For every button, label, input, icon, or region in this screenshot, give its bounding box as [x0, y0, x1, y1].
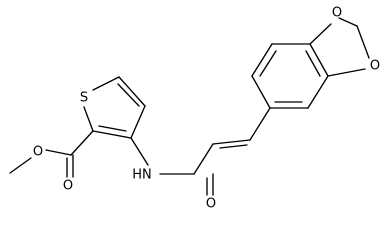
atom-o-amide: O	[206, 197, 216, 212]
bond-c3-c4	[130, 105, 146, 139]
bond-alkene-inner	[219, 144, 248, 149]
atom-nh: HN	[132, 168, 152, 183]
bond-o-methyl	[9, 157, 32, 174]
bond-c2-c3	[92, 130, 132, 139]
bond-ar-5-6	[307, 75, 329, 109]
bond-ar-1-2	[251, 75, 271, 109]
bond-c4-c5-inner	[117, 83, 140, 107]
bond-ar-2-3-inner	[259, 50, 277, 77]
bond-o-ar-lower	[327, 68, 366, 77]
atom-o-ester-carbonyl: O	[63, 179, 73, 194]
bond-ch2-o-lower	[356, 25, 370, 59]
atom-s: S	[80, 91, 88, 106]
atom-labels: S O O HN O O O	[33, 6, 380, 212]
atom-o-dioxole-lower: O	[370, 59, 380, 74]
atom-o-ester-ether: O	[33, 145, 43, 160]
bond-ar-o-upper	[309, 23, 332, 45]
molecule-structure: S O O HN O O O	[9, 6, 380, 212]
bond-s-c2	[83, 106, 94, 132]
bond-vinyl-aryl	[249, 107, 271, 141]
bond-ar-2-3	[251, 43, 273, 77]
bond-ar-4-5	[309, 43, 329, 77]
bond-ar-4-5-inner	[305, 50, 321, 77]
bond-c2-ester-c	[70, 130, 94, 156]
bond-ester-c-o-single	[45, 149, 72, 156]
bond-alkene	[212, 139, 251, 145]
bond-c3-n	[130, 137, 149, 166]
atom-o-dioxole-upper: O	[332, 6, 342, 21]
bond-c5-s	[92, 76, 120, 91]
bonds	[9, 17, 370, 196]
bond-o-ch2-upper	[338, 17, 358, 27]
bond-c4-c5	[118, 76, 146, 107]
bond-amide-c-alpha	[193, 143, 214, 175]
bond-c2-c3-inner	[98, 125, 127, 132]
